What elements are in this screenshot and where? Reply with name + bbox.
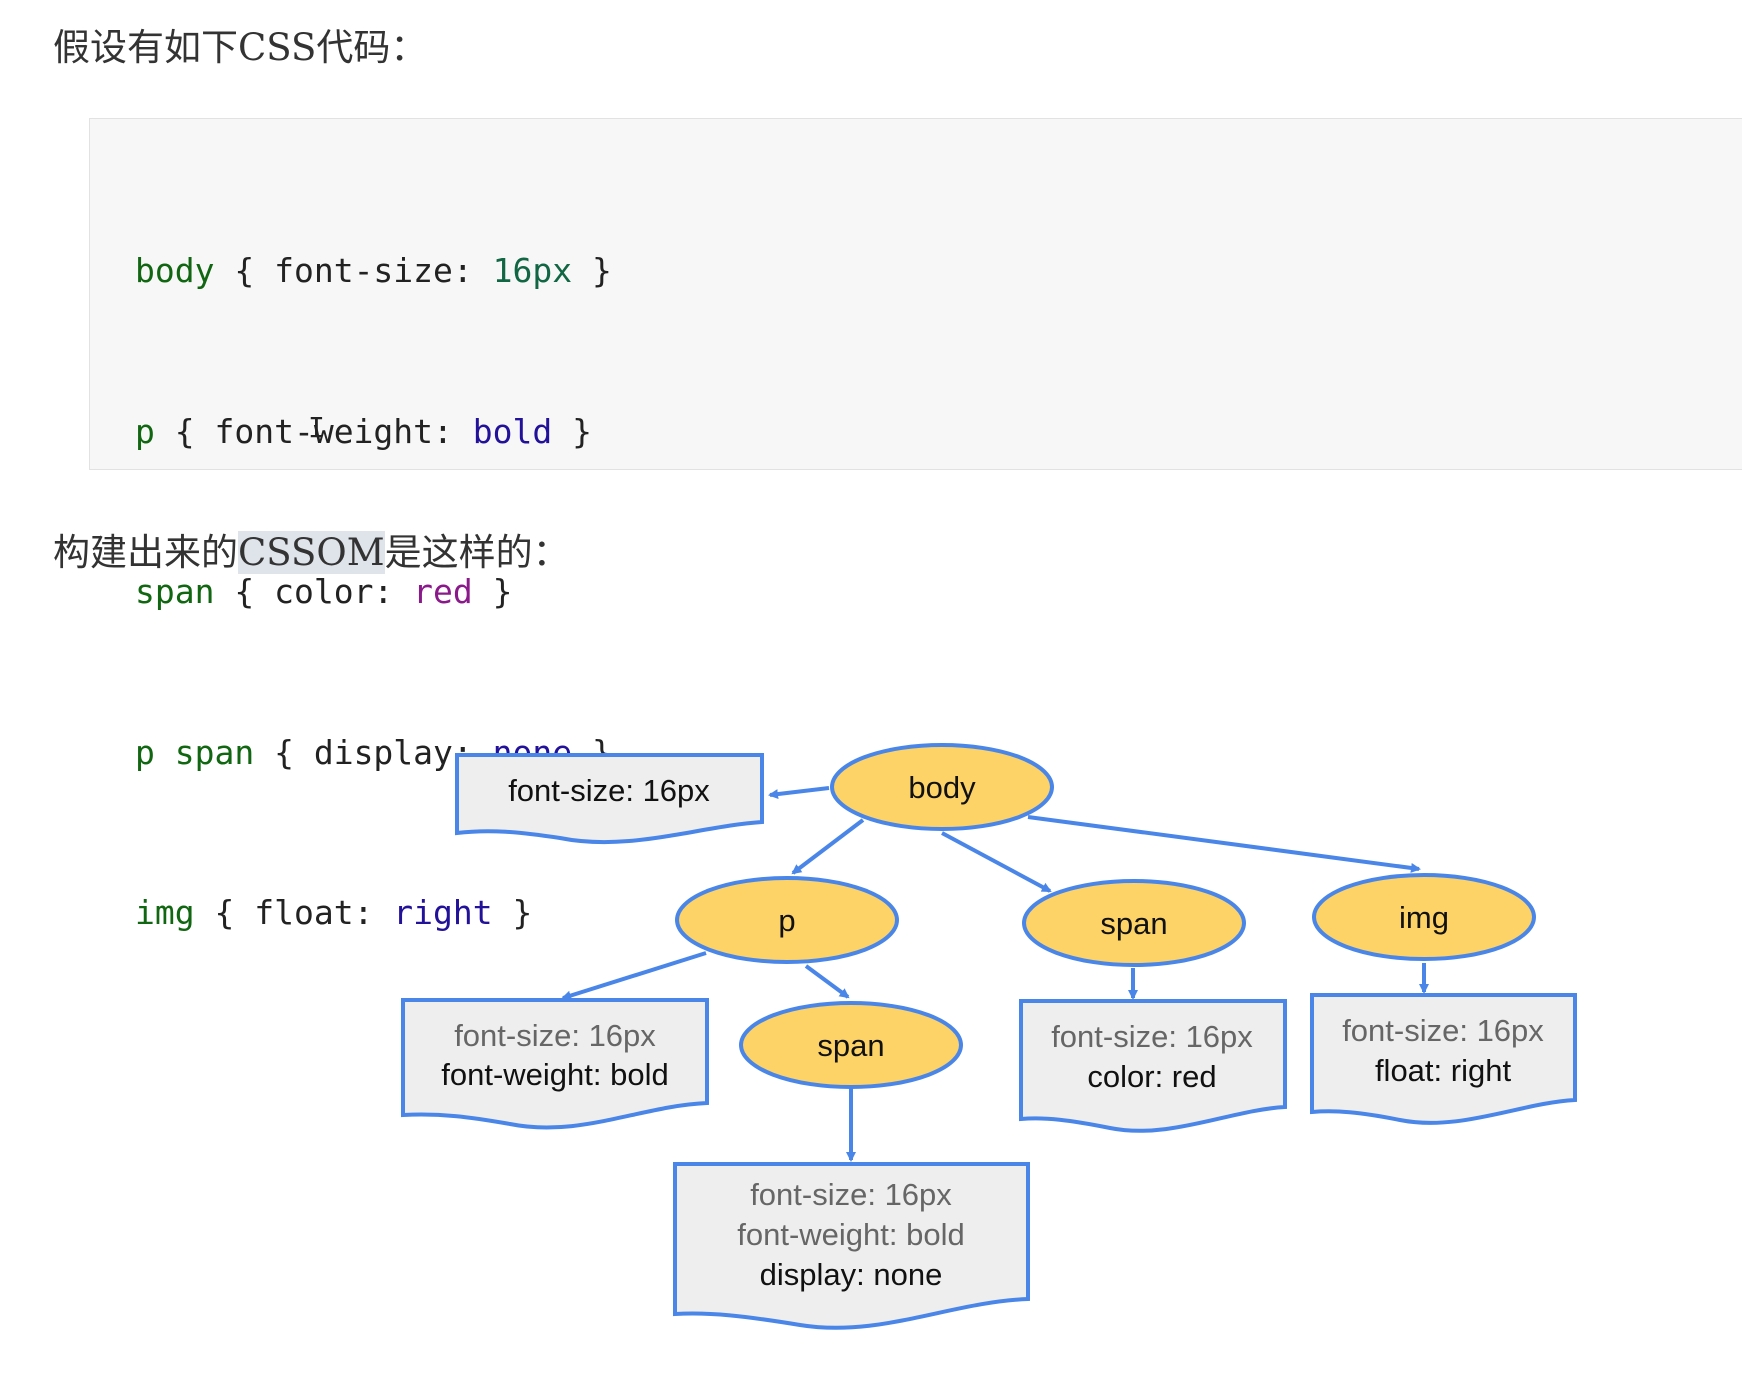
css-value: right xyxy=(393,893,493,932)
node-label: img xyxy=(1399,900,1449,935)
css-value: red xyxy=(413,572,473,611)
style-box-span: font-size: 16px color: red xyxy=(1019,999,1287,1133)
caption-highlight: CSSOM xyxy=(238,531,385,574)
style-box-own-line: font-size: 16px xyxy=(508,773,710,808)
css-selector: p span xyxy=(135,732,255,772)
brace-open: { xyxy=(214,251,275,290)
node-span: span xyxy=(1022,879,1246,967)
edge-p-to-p-span xyxy=(804,964,850,999)
brace-open: { xyxy=(194,893,255,932)
style-box-own-line: font-weight: bold xyxy=(441,1057,668,1092)
css-property: font-weight: xyxy=(214,411,473,451)
edge-p-to-p-box xyxy=(561,951,707,1001)
code-block: body { font-size: 16px } p { font-weight… xyxy=(89,118,1742,932)
style-box-inherited-line: font-size: 16px xyxy=(750,1177,952,1212)
style-box-own-line: float: right xyxy=(1375,1053,1512,1088)
style-box-inherited-line: font-weight: bold xyxy=(737,1217,964,1252)
caption-after: 是这样的： xyxy=(384,531,570,574)
css-selector: span xyxy=(135,572,215,611)
edge-body-to-img xyxy=(1027,815,1421,873)
css-property: float: xyxy=(254,893,394,932)
caption-before: 构建出来的 xyxy=(53,531,238,574)
css-selector: img xyxy=(135,893,195,932)
tree-edges xyxy=(561,786,1429,1162)
node-body: body xyxy=(830,743,1054,831)
code-line: p { font-weight: bold } xyxy=(135,405,612,459)
text-cursor-icon: I xyxy=(308,411,325,444)
node-label: span xyxy=(1100,906,1167,941)
style-box-own-line: display: none xyxy=(760,1257,943,1292)
node-label: p xyxy=(778,903,795,938)
node-img: img xyxy=(1312,873,1536,961)
node-ellipse xyxy=(832,745,1052,829)
css-selector: p xyxy=(135,411,155,451)
brace-open: { xyxy=(214,572,275,611)
style-box-inherited-line: font-size: 16px xyxy=(1051,1019,1253,1054)
style-box-img: font-size: 16px float: right xyxy=(1310,993,1577,1125)
brace-close: } xyxy=(552,411,592,451)
style-box-inherited-line: font-size: 16px xyxy=(1342,1013,1544,1048)
style-box-p: font-size: 16px font-weight: bold xyxy=(401,998,709,1130)
style-box-inherited-line: font-size: 16px xyxy=(454,1018,656,1053)
css-property: display: xyxy=(313,732,493,772)
style-box-own-line: color: red xyxy=(1087,1059,1216,1094)
style-box-shape xyxy=(457,755,762,843)
brace-open: { xyxy=(154,411,215,451)
caption-text: 构建出来的CSSOM是这样的： xyxy=(53,525,570,581)
edge-body-to-body-box xyxy=(768,786,830,800)
style-box-p-span: font-size: 16px font-weight: bold displa… xyxy=(673,1162,1030,1330)
edge-body-to-span xyxy=(941,831,1052,893)
edge-body-to-p xyxy=(791,818,865,875)
node-p: p xyxy=(675,876,899,964)
node-label: span xyxy=(817,1028,884,1063)
code-line: span { color: red } xyxy=(135,565,612,619)
code-line: body { font-size: 16px } xyxy=(135,244,612,298)
brace-open: { xyxy=(254,732,314,772)
code-lines: body { font-size: 16px } p { font-weight… xyxy=(135,137,612,1047)
brace-close: } xyxy=(572,251,612,290)
brace-close: } xyxy=(472,572,513,611)
css-value: bold xyxy=(472,411,553,451)
code-line: img { float: right } xyxy=(135,886,612,940)
css-selector: body xyxy=(135,251,215,290)
css-property: color: xyxy=(274,572,414,611)
node-label: body xyxy=(908,770,976,805)
brace-close: } xyxy=(492,893,533,932)
css-value: 16px xyxy=(492,251,573,290)
style-box-body: font-size: 16px xyxy=(455,753,764,845)
intro-text: 假设有如下CSS代码： xyxy=(53,26,428,69)
css-property: font-size: xyxy=(274,251,493,290)
node-p-span: span xyxy=(739,1001,963,1089)
